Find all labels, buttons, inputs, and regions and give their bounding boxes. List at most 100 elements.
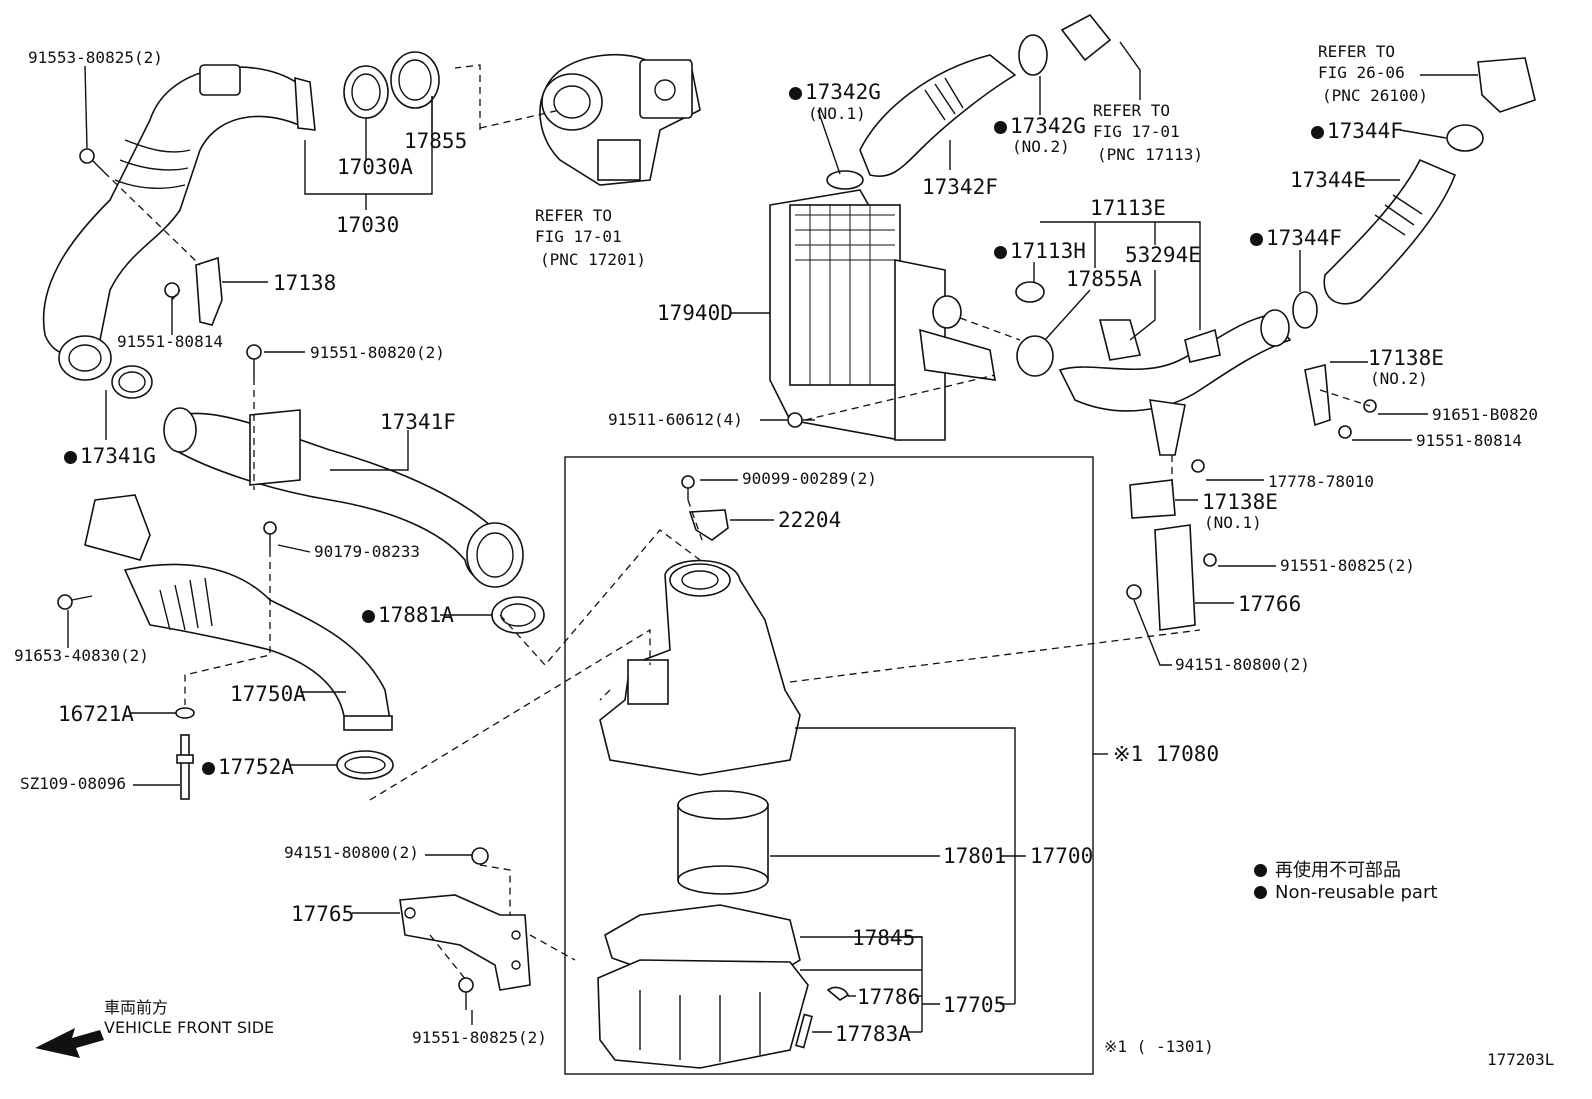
part-label-p17778: 17778-78010 bbox=[1268, 472, 1374, 491]
part-label-pRefer2b: FIG 17-01 bbox=[1093, 122, 1180, 141]
pipe-17113e bbox=[1058, 309, 1292, 456]
nut-94151-left bbox=[471, 847, 489, 865]
clamp-17344f-lower bbox=[1292, 291, 1318, 329]
part-label-p90179: 90179-08233 bbox=[314, 542, 420, 561]
front-arrow-icon bbox=[35, 1028, 104, 1058]
part-label-p91551d: 91551-80814 bbox=[1416, 431, 1522, 450]
hose-17341f bbox=[163, 407, 524, 588]
part-label-p17750A: 17750A bbox=[230, 682, 306, 706]
hose-17342f bbox=[859, 54, 1017, 177]
part-label-pRefer2c: (PNC 17113) bbox=[1097, 145, 1203, 164]
legend-en: Non-reusable part bbox=[1254, 882, 1437, 903]
part-label-p17801: 17801 bbox=[943, 844, 1007, 868]
part-label-pFig: 177203L bbox=[1487, 1050, 1555, 1069]
legend-jp: 再使用不可部品 bbox=[1254, 856, 1401, 882]
part-label-p16721A: 16721A bbox=[58, 702, 134, 726]
part-label-p91553: 91553-80825(2) bbox=[28, 48, 163, 67]
bolt-17778 bbox=[1191, 459, 1205, 473]
part-label-p17344E: 17344E bbox=[1290, 168, 1366, 192]
part-label-p17342Gb: 17342G bbox=[994, 116, 1086, 137]
part-label-p17855: 17855 bbox=[404, 129, 468, 153]
part-label-p17855A: 17855A bbox=[1066, 267, 1142, 291]
part-label-p91511: 91511-60612(4) bbox=[608, 410, 743, 429]
part-label-p17080: ※1 17080 bbox=[1113, 742, 1220, 766]
legend-jp-text: 再使用不可部品 bbox=[1275, 860, 1401, 881]
ring-17855a bbox=[1016, 335, 1054, 377]
part-label-pRefer3b: FIG 26-06 bbox=[1318, 63, 1405, 82]
clamp-17342g-no2 bbox=[1018, 34, 1048, 76]
bolt-91553 bbox=[79, 148, 105, 173]
direction-en: VEHICLE FRONT SIDE bbox=[104, 1018, 275, 1037]
clamp-17341g bbox=[111, 365, 153, 399]
part-label-p91551b: 91551-80820(2) bbox=[310, 343, 445, 362]
part-label-p53294E: 53294E bbox=[1125, 243, 1201, 267]
non-reusable-dot-icon bbox=[1254, 886, 1267, 899]
part-label-p17342F: 17342F bbox=[922, 175, 998, 199]
bracket-17138e-no1 bbox=[1129, 479, 1176, 519]
part-label-pRefer2a: REFER TO bbox=[1093, 101, 1171, 120]
bracket-17765 bbox=[399, 894, 531, 991]
turbocharger bbox=[539, 53, 701, 186]
non-reusable-dot-icon bbox=[1254, 864, 1267, 877]
leader-lines bbox=[67, 41, 1478, 1033]
part-label-p17765: 17765 bbox=[291, 902, 355, 926]
bolt-91551-80825-left bbox=[458, 977, 474, 1010]
bracket-17138e-no2 bbox=[1304, 363, 1331, 427]
bolt-91551-80814 bbox=[164, 282, 180, 320]
bracket-17766 bbox=[1154, 524, 1196, 631]
part-label-p91653: 91653-40830(2) bbox=[14, 646, 149, 665]
part-label-pRefer3c: (PNC 26100) bbox=[1322, 86, 1428, 105]
clamp-17342g-no1 bbox=[826, 170, 864, 190]
bolt-90179 bbox=[263, 521, 277, 550]
bolt-91551-80825-right bbox=[1203, 553, 1217, 567]
part-label-p17344Fa: 17344F bbox=[1311, 121, 1403, 142]
part-label-pSZ109: SZ109-08096 bbox=[20, 774, 126, 793]
part-label-p17845: 17845 bbox=[852, 926, 916, 950]
sensor-22204 bbox=[688, 509, 729, 541]
bracket-17138 bbox=[195, 256, 223, 326]
part-label-p17341F: 17341F bbox=[380, 410, 456, 434]
part-label-p17138Eb: 17138E bbox=[1202, 490, 1278, 514]
bolt-91551-80820 bbox=[246, 344, 262, 378]
part-label-p17752A: 17752A bbox=[202, 757, 294, 778]
part-label-pRefer3a: REFER TO bbox=[1318, 42, 1396, 61]
part-label-p17138Ea: 17138E bbox=[1368, 346, 1444, 370]
air-inlet-duct bbox=[84, 494, 393, 731]
nut-94151-right bbox=[1126, 584, 1142, 600]
part-label-p17113H: 17113H bbox=[994, 241, 1086, 262]
part-label-p17783A: 17783A bbox=[835, 1022, 911, 1046]
part-label-pNote: ※1 ( -1301) bbox=[1104, 1037, 1214, 1056]
part-label-p91551c: 91551-80825(2) bbox=[412, 1028, 547, 1047]
part-label-p17881A: 17881A bbox=[362, 605, 454, 626]
part-label-p91651: 91651-B0820 bbox=[1432, 405, 1538, 424]
hose-17344e bbox=[1323, 158, 1457, 305]
part-label-p17030: 17030 bbox=[336, 213, 400, 237]
part-label-p17344Fb: 17344F bbox=[1250, 228, 1342, 249]
connection-dashes bbox=[103, 64, 1371, 981]
part-label-p17113E: 17113E bbox=[1090, 196, 1166, 220]
part-label-pRefer1b: FIG 17-01 bbox=[535, 227, 622, 246]
clip-17786 bbox=[826, 986, 850, 1001]
part-label-p17940D: 17940D bbox=[657, 301, 733, 325]
throttle-26100 bbox=[1477, 57, 1536, 113]
part-label-p17342Ga: 17342G bbox=[789, 82, 881, 103]
washer-16721a bbox=[175, 707, 195, 719]
part-label-p17138Eb_n: (NO.1) bbox=[1204, 513, 1262, 532]
bolt-90099 bbox=[681, 475, 695, 500]
part-label-p17138: 17138 bbox=[273, 271, 337, 295]
part-label-p22204: 22204 bbox=[778, 508, 842, 532]
part-label-p91551a: 91551-80814 bbox=[117, 332, 223, 351]
intake-hose-upper bbox=[42, 64, 316, 381]
part-label-p17705: 17705 bbox=[943, 993, 1007, 1017]
part-label-p17342Ga_n: (NO.1) bbox=[808, 104, 866, 123]
part-label-p17030A: 17030A bbox=[337, 155, 413, 179]
bolt-91653 bbox=[57, 594, 93, 610]
part-label-p94151a: 94151-80800(2) bbox=[284, 843, 419, 862]
direction-jp: 車両前方 bbox=[104, 998, 169, 1017]
air-cleaner-frame bbox=[564, 456, 1094, 1075]
clamp-17113h bbox=[1015, 281, 1045, 303]
part-label-p17786: 17786 bbox=[857, 985, 921, 1009]
bolt-91511 bbox=[787, 412, 815, 428]
